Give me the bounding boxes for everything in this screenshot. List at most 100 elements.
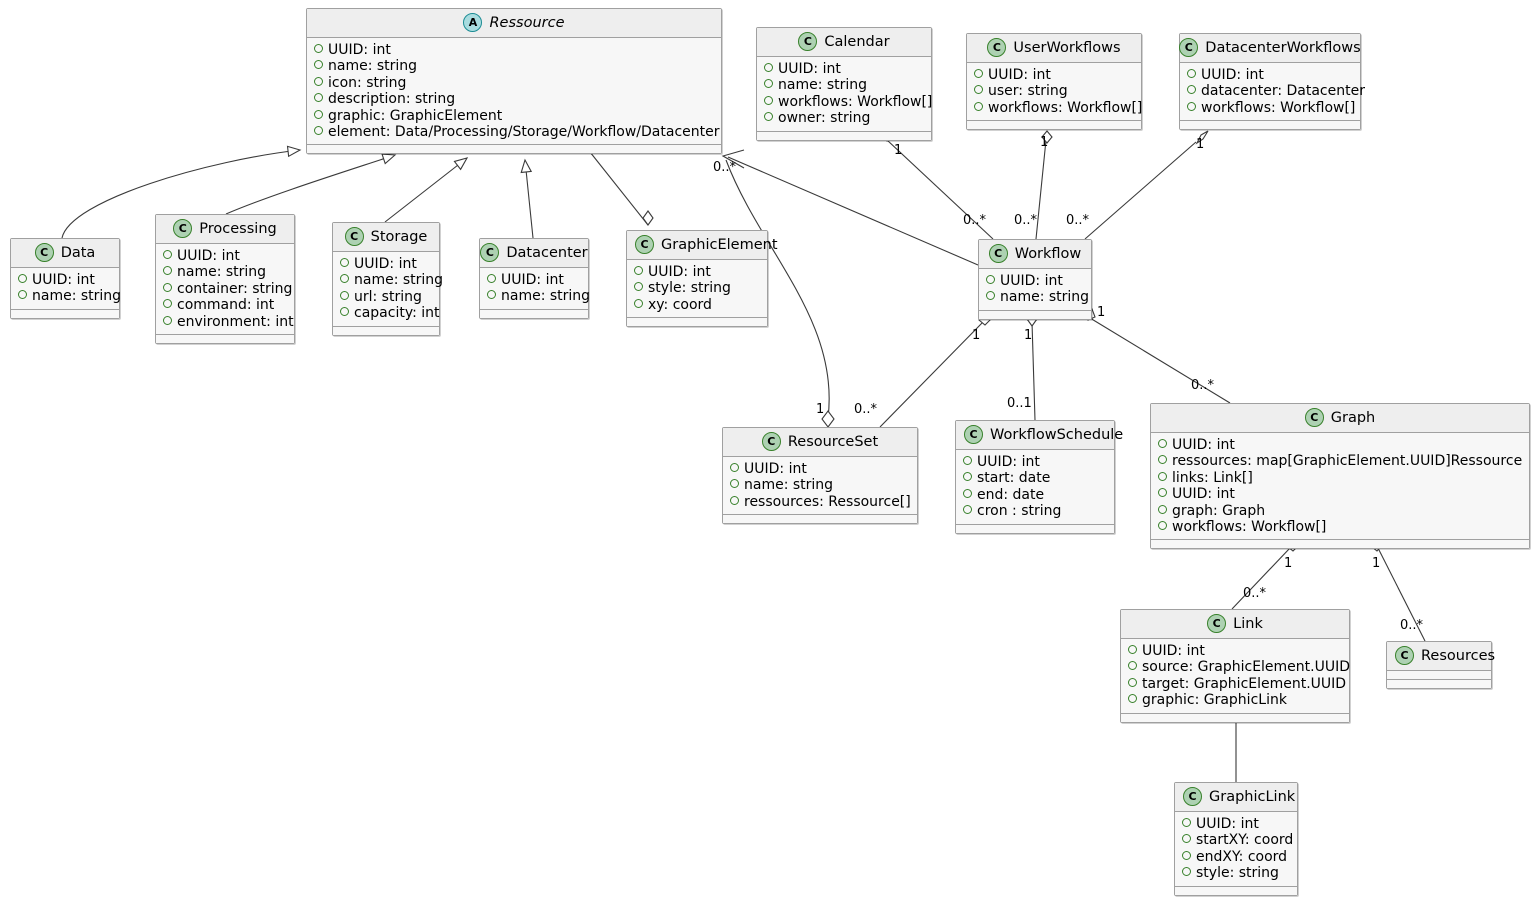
public-visibility-icon [730, 495, 739, 505]
method-list-storage [333, 326, 439, 335]
method-list-data [11, 309, 119, 318]
attribute-row: UUID: int [487, 272, 582, 288]
attribute-label: UUID: int [778, 61, 841, 77]
attribute-label: links: Link[] [1172, 469, 1253, 486]
attribute-label: cron : string [977, 503, 1062, 520]
attribute-label: UUID: int [1142, 643, 1205, 659]
attribute-row: datacenter: Datacenter [1187, 83, 1365, 99]
attribute-label: container: string [177, 280, 293, 297]
class-title-datacenterworkflows: DatacenterWorkflows [1205, 39, 1361, 56]
attribute-label: command: int [177, 297, 275, 314]
attribute-row: name: string [764, 77, 925, 93]
edge-aggregation-datacenterworkflows-workflow [1084, 141, 1197, 240]
attribute-label: workflows: Workflow[] [1172, 519, 1327, 536]
public-visibility-icon [634, 282, 643, 292]
attribute-row: start: date [963, 470, 1108, 486]
attribute-label: workflows: Workflow[] [778, 93, 933, 110]
attribute-label: UUID: int [977, 454, 1040, 470]
attribute-label: capacity: int [354, 305, 440, 322]
public-visibility-icon [314, 60, 323, 70]
edge-aggregation-graph-resources [1377, 547, 1426, 642]
attribute-row: endXY: coord [1182, 849, 1291, 865]
attribute-row: name: string [18, 288, 121, 304]
attribute-row: UUID: int [1187, 67, 1354, 83]
diamond-datacenterworkflows-workflow [1195, 130, 1209, 145]
class-icon: C [480, 243, 500, 262]
edge-aggregation-calendar-workflow [886, 139, 994, 240]
attribute-label: xy: coord [648, 296, 712, 313]
attribute-row: graphic: GraphicElement [314, 108, 715, 124]
public-visibility-icon [1182, 818, 1191, 827]
public-visibility-icon [340, 290, 349, 300]
method-list-resourceset [723, 515, 917, 524]
attribute-label: environment: int [177, 313, 294, 330]
attribute-row: UUID: int [18, 272, 113, 288]
attribute-row: command: int [163, 297, 288, 313]
class-title-userworkflows: UserWorkflows [1013, 39, 1121, 56]
multiplicity-label: 0..1 [1007, 396, 1032, 411]
edge-association-ressource-workflow [727, 156, 979, 266]
edge-aggregation-workflow-workflowschedule [1031, 321, 1036, 421]
attribute-row: owner: string [764, 110, 925, 126]
multiplicity-label: 1 [1024, 328, 1033, 343]
attribute-label: name: string [177, 264, 267, 281]
edge-inheritance-storage-ressource [384, 157, 469, 223]
attribute-label: description: string [328, 91, 456, 108]
attribute-row: UUID: int [1128, 643, 1343, 659]
attribute-row: container: string [163, 281, 292, 297]
class-icon: C [1395, 646, 1414, 665]
attribute-label: end: date [977, 486, 1045, 503]
attribute-label: UUID: int [648, 264, 711, 280]
public-visibility-icon [730, 479, 739, 489]
public-visibility-icon [314, 93, 323, 103]
class-title-workflow: Workflow [1014, 245, 1082, 262]
method-list-link [1121, 713, 1349, 722]
attribute-row: name: string [986, 289, 1089, 305]
attribute-row: UUID: int [1158, 486, 1523, 502]
attribute-label: datacenter: Datacenter [1201, 83, 1365, 100]
public-visibility-icon [764, 79, 773, 89]
attribute-label: name: string [354, 272, 444, 289]
attribute-label: name: string [778, 77, 868, 94]
public-visibility-icon [18, 290, 27, 300]
attribute-label: graph: Graph [1172, 502, 1266, 519]
attribute-label: icon: string [328, 74, 407, 91]
public-visibility-icon [1128, 661, 1137, 671]
method-list-workflow [979, 310, 1091, 319]
public-visibility-icon [963, 456, 972, 465]
attribute-label: UUID: int [1196, 816, 1259, 832]
class-icon: C [635, 235, 654, 254]
method-list-workflowschedule [956, 524, 1114, 533]
class-icon: C [1207, 614, 1227, 633]
public-visibility-icon [163, 315, 172, 325]
attribute-label: name: string [32, 288, 122, 305]
attribute-label: graphic: GraphicElement [328, 107, 503, 124]
public-visibility-icon [1187, 69, 1196, 78]
